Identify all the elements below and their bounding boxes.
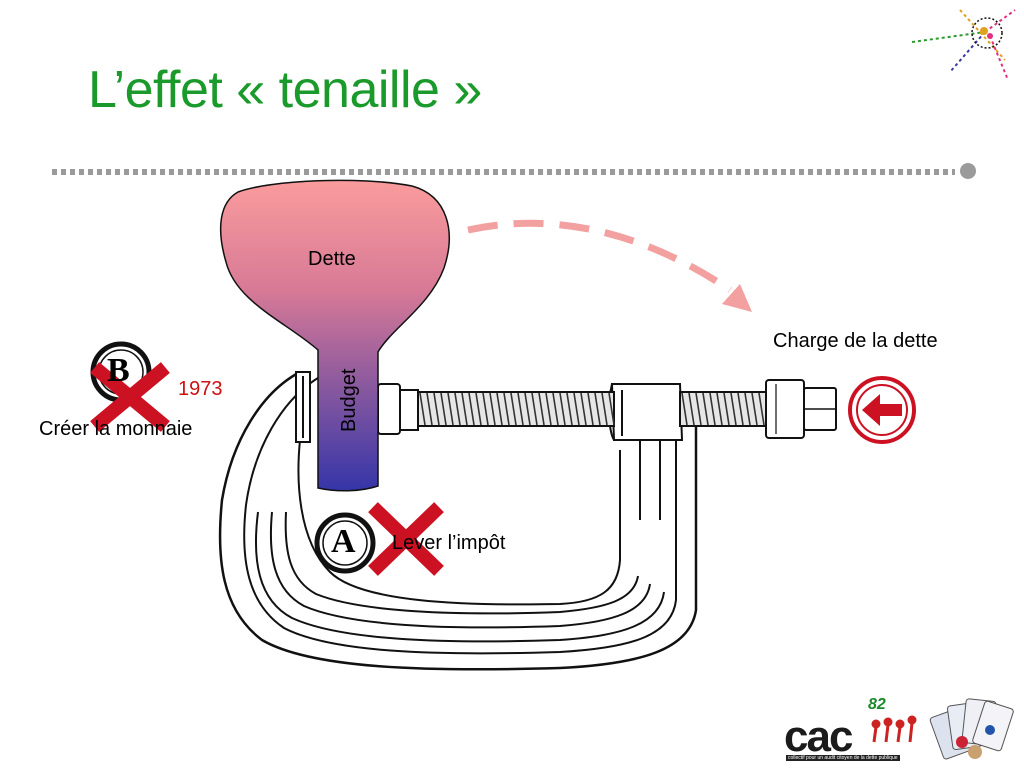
debt-budget-shape xyxy=(219,179,450,492)
screw-thread xyxy=(545,392,552,426)
screw-thread xyxy=(538,392,545,426)
clamp-screw xyxy=(377,379,837,439)
option-b-label: Créer la monnaie xyxy=(39,418,193,440)
screw-thread xyxy=(552,392,559,426)
screw-thread xyxy=(510,392,517,426)
debt-charge-arrow xyxy=(467,219,752,312)
option-a-badge-icon xyxy=(314,512,376,574)
debt-label: Dette xyxy=(308,248,356,270)
screw-thread xyxy=(723,392,730,426)
playing-cards-image xyxy=(929,698,1014,760)
screw-thread xyxy=(496,392,503,426)
screw-thread xyxy=(559,392,566,426)
screw-thread xyxy=(695,392,702,426)
logo-wordmark: cac xyxy=(784,712,853,761)
screw-thread xyxy=(524,392,531,426)
title-divider xyxy=(52,163,976,179)
logo-figures-icon xyxy=(871,715,917,743)
slide-title: L’effet « tenaille » xyxy=(88,61,482,119)
screw-thread xyxy=(573,392,580,426)
screw-thread xyxy=(531,392,538,426)
screw-thread xyxy=(688,392,695,426)
option-a-label: Lever l’impôt xyxy=(392,532,506,554)
screw-thread xyxy=(426,392,433,426)
screw-thread xyxy=(440,392,447,426)
screw-thread xyxy=(744,392,751,426)
screw-thread xyxy=(489,392,496,426)
screw-thread xyxy=(681,392,688,426)
option-b-year: 1973 xyxy=(178,378,223,400)
screw-thread xyxy=(587,392,594,426)
debt-charge-label: Charge de la dette xyxy=(773,330,938,352)
screw-thread xyxy=(447,392,454,426)
option-b-letter: B xyxy=(107,352,130,389)
screw-thread xyxy=(461,392,468,426)
screw-thread xyxy=(419,392,426,426)
option-a-letter: A xyxy=(331,523,356,560)
screw-thread xyxy=(433,392,440,426)
left-arrow-icon xyxy=(848,376,916,444)
screw-thread xyxy=(751,392,758,426)
logo-tagline: collectif pour un audit citoyen de la de… xyxy=(786,755,900,761)
screw-thread xyxy=(601,392,608,426)
screw-thread xyxy=(468,392,475,426)
screw-thread xyxy=(475,392,482,426)
screw-thread xyxy=(566,392,573,426)
c-clamp-icon xyxy=(218,370,698,671)
screw-thread xyxy=(702,392,709,426)
screw-thread xyxy=(608,392,615,426)
screw-thread xyxy=(716,392,723,426)
network-decoration-icon xyxy=(911,9,1016,81)
screw-thread xyxy=(758,392,765,426)
budget-label: Budget xyxy=(338,368,360,432)
screw-thread xyxy=(709,392,716,426)
screw-thread xyxy=(517,392,524,426)
option-a-cross-icon xyxy=(368,502,444,576)
logo-badge: 82 xyxy=(868,696,886,713)
screw-thread xyxy=(580,392,587,426)
screw-thread xyxy=(454,392,461,426)
option-b-cross-icon xyxy=(90,362,170,432)
screw-thread xyxy=(503,392,510,426)
screw-thread xyxy=(730,392,737,426)
screw-thread xyxy=(594,392,601,426)
screw-thread xyxy=(737,392,744,426)
screw-thread xyxy=(482,392,489,426)
